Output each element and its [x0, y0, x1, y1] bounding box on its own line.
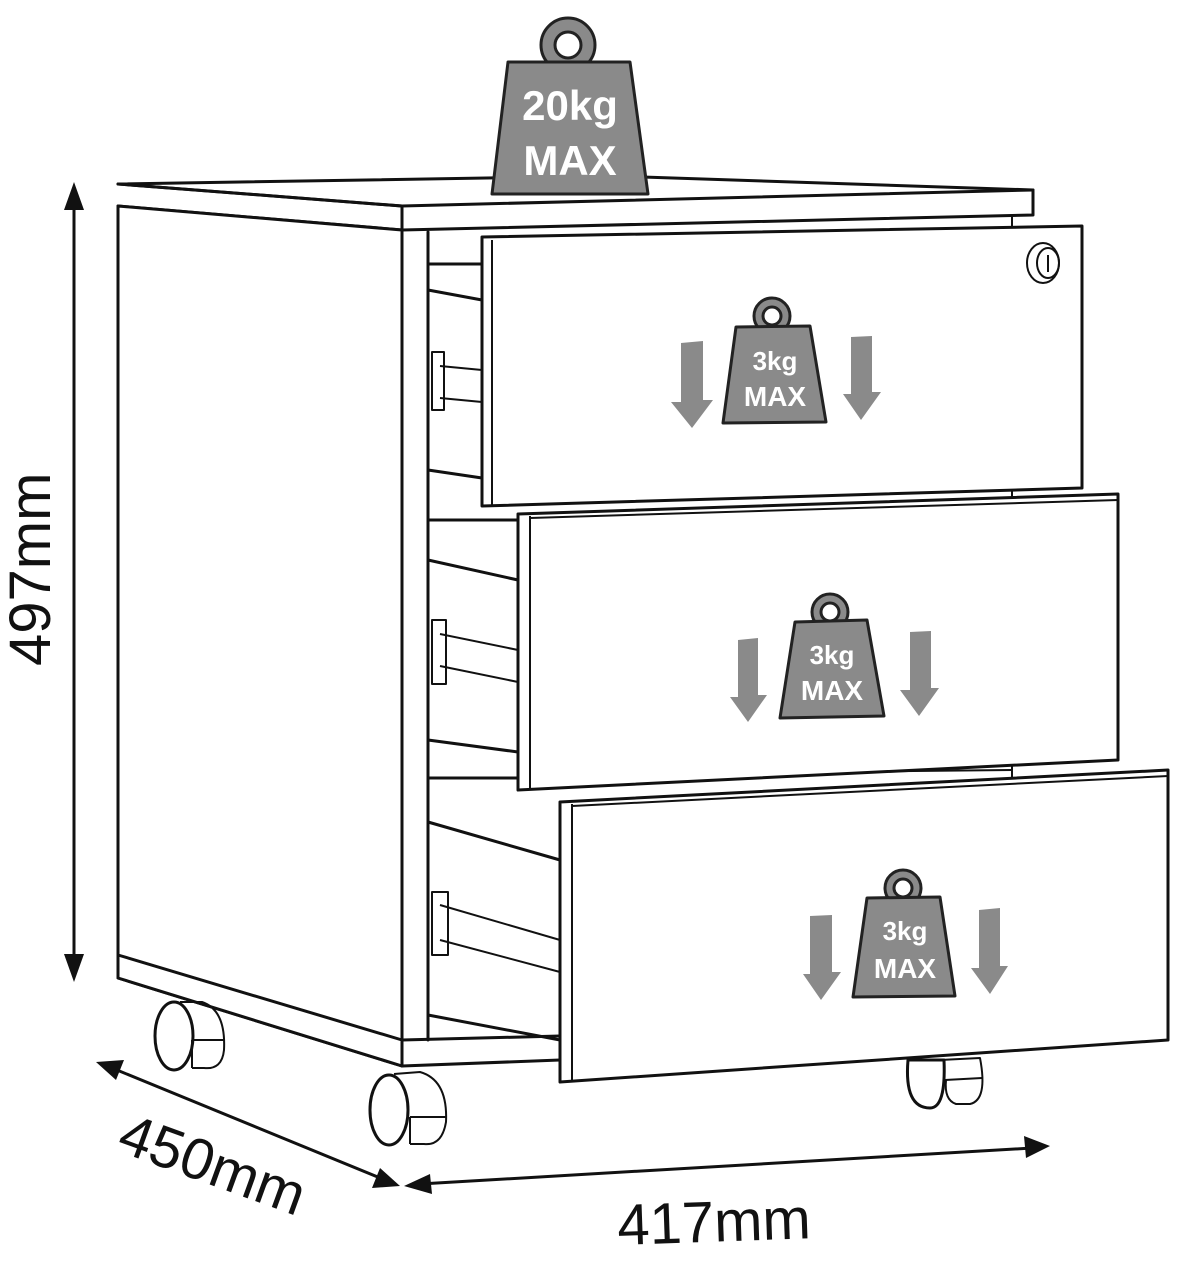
down-arrow-icon	[803, 915, 841, 1000]
down-arrow-icon	[671, 341, 713, 428]
dimension-depth: 450mm	[96, 1060, 400, 1228]
depth-label: 450mm	[111, 1101, 315, 1228]
caster-front-left	[368, 1071, 448, 1147]
drawer-runners	[426, 262, 562, 1042]
drawer-bottom-load-value: 3kg	[883, 916, 928, 946]
drawer-middle-load-value: 3kg	[810, 640, 855, 670]
width-label: 417mm	[616, 1186, 812, 1258]
down-arrow-icon	[843, 336, 881, 420]
top-load-label: MAX	[523, 137, 616, 184]
dimension-height: 497mm	[0, 182, 84, 982]
lock-icon	[1026, 242, 1060, 284]
cabinet-carcass	[116, 174, 1035, 1068]
caster-back-left	[153, 1000, 226, 1072]
drawer-top-load-value: 3kg	[753, 346, 798, 376]
drawer-top-load-label: MAX	[744, 381, 807, 412]
top-load-value: 20kg	[522, 82, 618, 129]
down-arrow-icon	[971, 908, 1008, 994]
weight-icon-top: 20kg MAX	[490, 16, 650, 196]
weight-icon-drawer-top: 3kg MAX	[671, 296, 881, 428]
weight-icon-drawer-bottom: 3kg MAX	[803, 868, 1008, 1000]
down-arrow-icon	[730, 638, 767, 722]
drawer-bottom-load-label: MAX	[874, 953, 937, 984]
drawer-middle-load-label: MAX	[801, 675, 864, 706]
down-arrow-icon	[900, 631, 939, 716]
caster-front-right	[905, 1057, 984, 1110]
height-label: 497mm	[0, 473, 63, 666]
dimension-width: 417mm	[404, 1136, 1050, 1258]
weight-icon-drawer-middle: 3kg MAX	[730, 592, 939, 722]
